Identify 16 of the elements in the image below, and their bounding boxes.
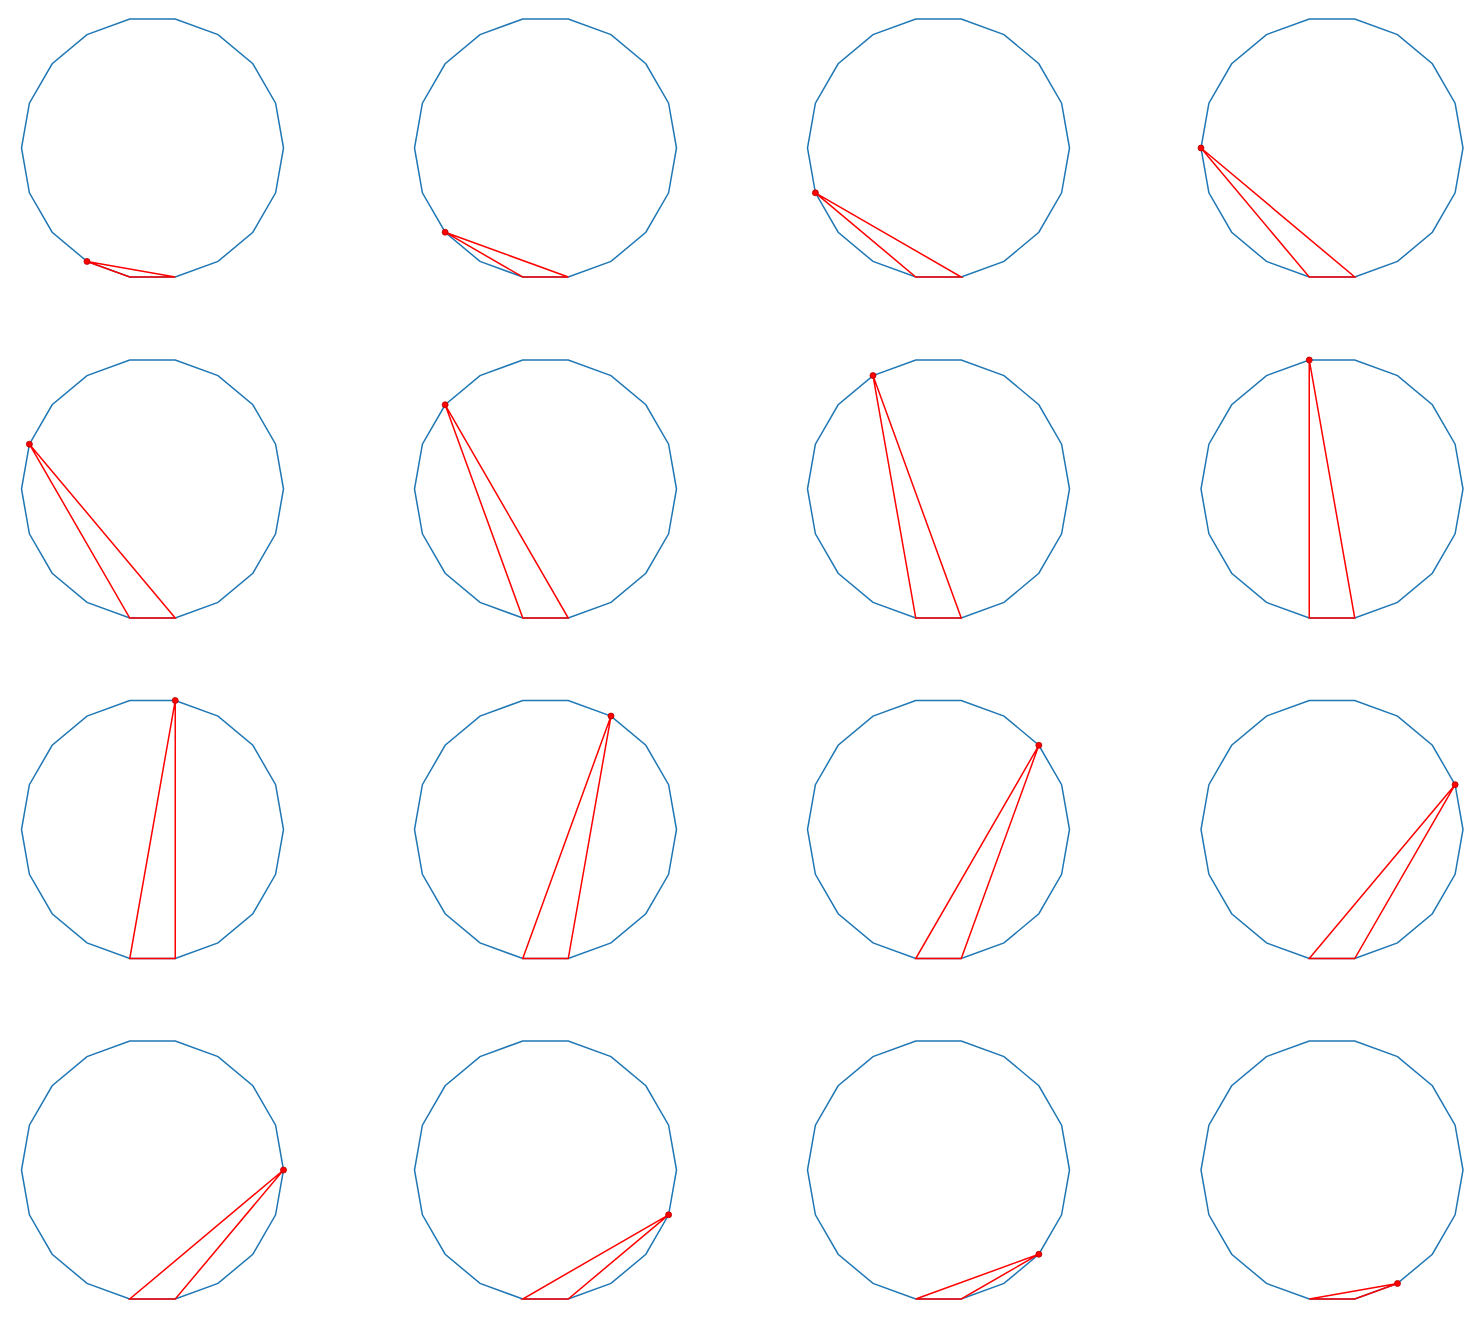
- polygon-triangle-drawing: [1200, 1040, 1464, 1300]
- polygon-triangle-drawing: [806, 359, 1071, 619]
- polygon-triangle-drawing: [1197, 18, 1464, 278]
- polygon-triangle-drawing: [413, 359, 678, 619]
- polygon-triangle-drawing: [1200, 699, 1464, 960]
- polygon-triangle-drawing: [1200, 356, 1464, 619]
- polygon-triangle-drawing: [806, 18, 1071, 278]
- polygon-triangle-drawing: [806, 1040, 1071, 1300]
- polygon-triangle-drawing: [20, 1040, 287, 1300]
- polygon-triangle-drawing: [413, 18, 678, 278]
- polygon-triangle-drawing: [413, 699, 678, 960]
- polygon-triangle-drawing: [806, 699, 1071, 960]
- polygon-triangle-drawing: [20, 18, 285, 278]
- polygon-triangle-drawing: [413, 1040, 678, 1300]
- polygon-triangle-drawing: [20, 359, 285, 619]
- polygon-triangle-drawing: [20, 697, 285, 960]
